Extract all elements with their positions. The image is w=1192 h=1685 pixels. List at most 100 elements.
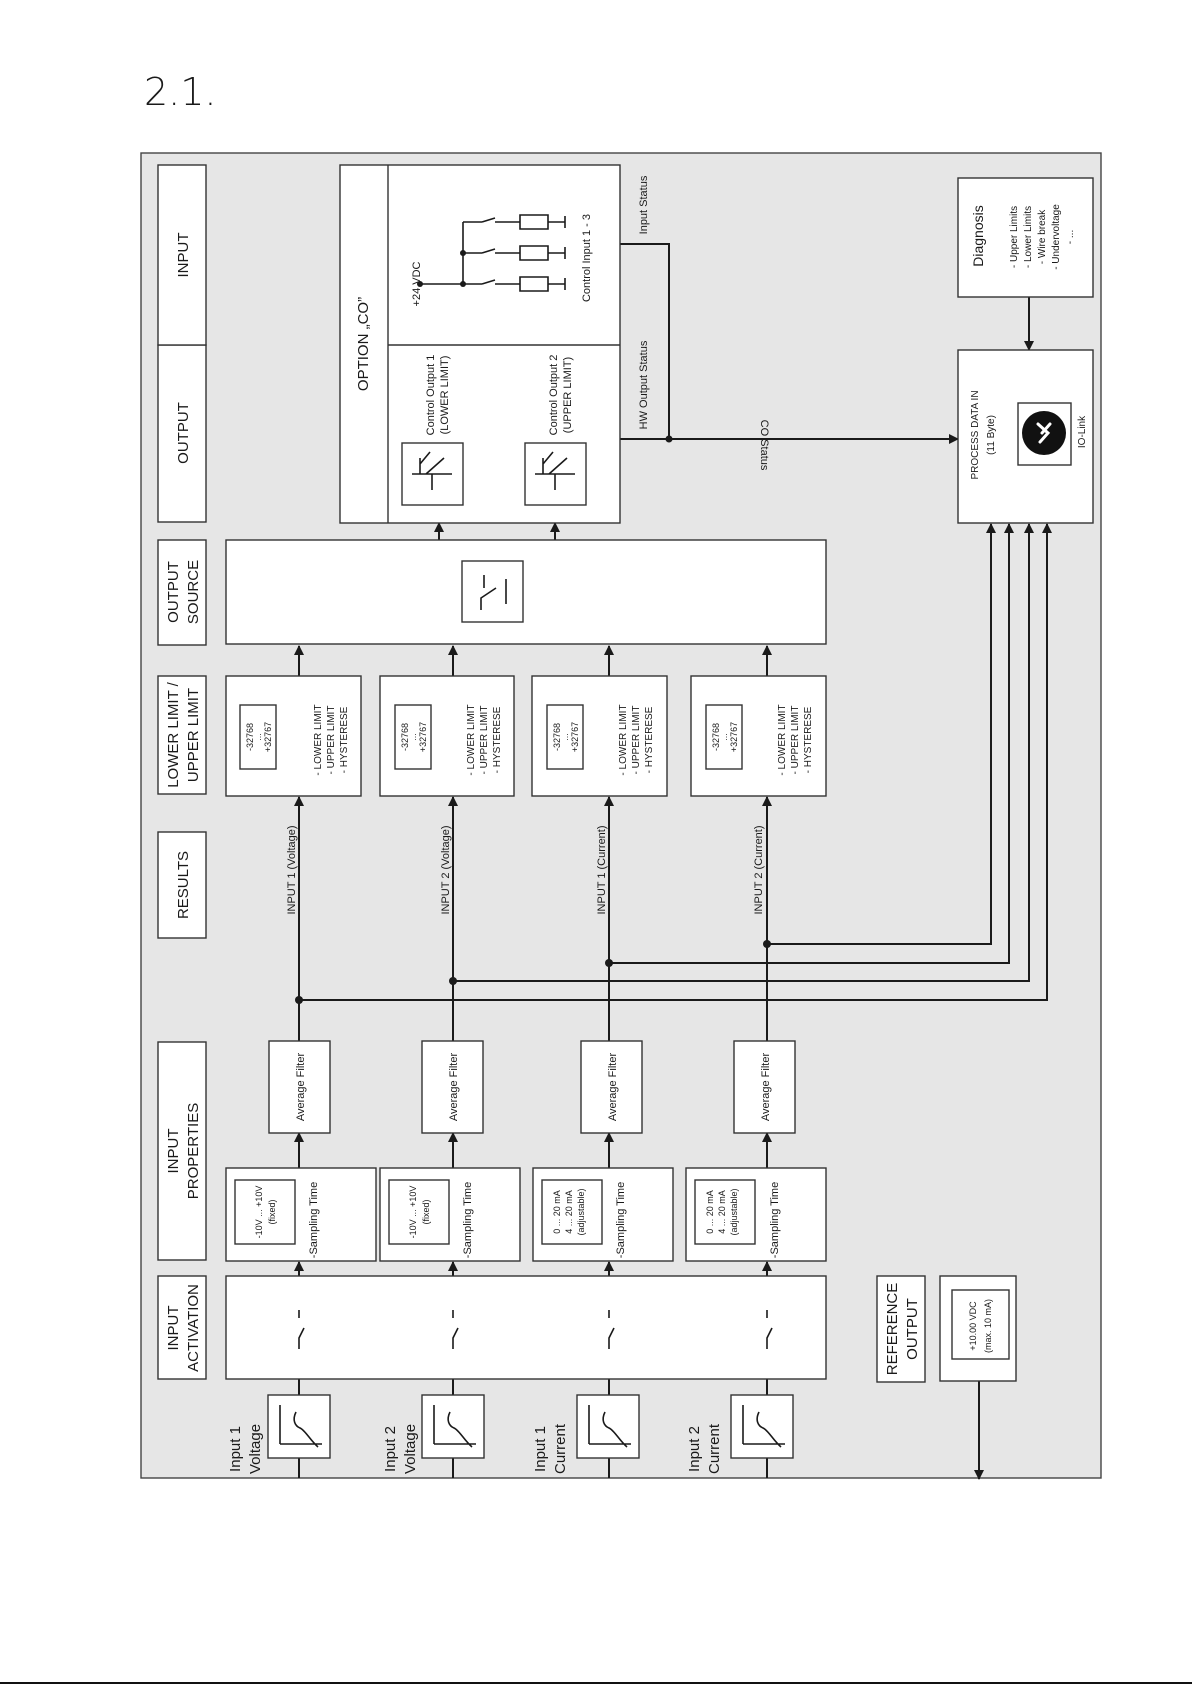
sensor-curve-icon — [279, 1405, 322, 1448]
channel-input2-voltage: Input 2 Voltage -10V ... +10V (fixed) -S… — [379, 675, 521, 1474]
switch-4-icon — [766, 1310, 773, 1349]
sensor-curve-icon — [433, 1405, 476, 1448]
limit-range-l3: +32767 — [570, 722, 580, 752]
page-heading: 2.1. — [144, 70, 217, 114]
control-output-2-l1: Control Output 2 — [548, 355, 560, 436]
limit-param-l3: - HYSTERESE — [644, 706, 655, 773]
control-output-1-l2: (LOWER LIMIT) — [439, 356, 451, 435]
limit-param-l2: - UPPER LIMIT — [479, 706, 490, 775]
limit-param-l3: - HYSTERESE — [339, 706, 350, 773]
average-filter: Average Filter — [295, 1053, 307, 1122]
limit-range-l3: +32767 — [263, 722, 273, 752]
diagnosis-item-4: - Undervoltage — [1051, 204, 1062, 270]
input-label-l2: Current — [706, 1423, 723, 1474]
section-reference-output-l1: REFERENCE — [884, 1283, 901, 1376]
sensor-curve-icon — [588, 1405, 631, 1448]
sampling-time: -Sampling Time — [462, 1182, 474, 1258]
reference-output-block: +10.00 VDC (max. 10 mA) — [939, 1275, 1017, 1382]
transistor-1-icon — [412, 451, 452, 490]
limit-range-l1: -32768 — [552, 723, 562, 751]
signal-wires — [294, 243, 1052, 1480]
section-limits-l1: LOWER LIMIT / — [165, 681, 182, 787]
range-l2: (fixed) — [421, 1199, 431, 1224]
range-l1: 0 ... 20 mA — [552, 1190, 562, 1234]
range-l2: (fixed) — [267, 1199, 277, 1224]
channel-input2-current: Input 2 Current 0 ... 20 mA 4 ... 20 mA … — [685, 675, 827, 1474]
process-data-block: PROCESS DATA IN (11 Byte) IO-Link — [957, 349, 1094, 524]
range-l3: (adjustable) — [729, 1188, 739, 1235]
section-results: RESULTS — [175, 851, 192, 919]
section-input-activation-l1: INPUT — [165, 1306, 182, 1351]
control-output-2-l2: (UPPER LIMIT) — [562, 357, 574, 433]
control-inputs-icon — [420, 214, 566, 292]
sampling-time: -Sampling Time — [769, 1182, 781, 1258]
result-label: INPUT 2 (Current) — [753, 825, 765, 914]
limit-param-l1: - LOWER LIMIT — [313, 704, 324, 775]
range-l2: 4 ... 20 mA — [717, 1190, 727, 1234]
channel-input1-voltage: Input 1 Voltage -10V ... +10V (fixed) -S… — [225, 675, 377, 1474]
switch-2-icon — [452, 1310, 459, 1349]
range-l2: 4 ... 20 mA — [564, 1190, 574, 1234]
input-label-l1: Input 2 — [686, 1426, 703, 1472]
diagnosis-title: Diagnosis — [970, 205, 986, 266]
hw-output-status-label: HW Output Status — [638, 340, 650, 429]
reference-note: (max. 10 mA) — [983, 1299, 993, 1353]
supply-label: +24 VDC — [411, 261, 423, 306]
limit-range-l3: +32767 — [418, 722, 428, 752]
limit-param-l2: - UPPER LIMIT — [631, 706, 642, 775]
input-label-l1: Input 2 — [382, 1426, 399, 1472]
co-status-label: CO Status — [758, 420, 770, 471]
range-l1: -10V ... +10V — [408, 1186, 418, 1239]
page-bottom-rule — [0, 1682, 1192, 1684]
limit-param-l2: - UPPER LIMIT — [790, 706, 801, 775]
control-inputs-label: Control Input 1 - 3 — [581, 214, 593, 302]
switch-3-icon — [608, 1310, 615, 1349]
result-label: INPUT 1 (Current) — [596, 825, 608, 914]
input-status-label: Input Status — [638, 175, 650, 234]
section-input: INPUT — [175, 233, 192, 278]
diagnosis-item-5: - ... — [1065, 230, 1076, 244]
limit-range-l2: ... — [560, 733, 570, 741]
input-label-l1: Input 1 — [532, 1426, 549, 1472]
output-source-block — [225, 539, 827, 645]
diagnosis-block: Diagnosis - Upper Limits - Lower Limits … — [957, 177, 1094, 298]
input-label-l2: Current — [552, 1423, 569, 1474]
reference-value: +10.00 VDC — [968, 1301, 978, 1351]
limit-param-l1: - LOWER LIMIT — [618, 704, 629, 775]
average-filter: Average Filter — [448, 1053, 460, 1122]
sampling-time: -Sampling Time — [308, 1182, 320, 1258]
limit-range-l2: ... — [408, 733, 418, 741]
process-data-title: PROCESS DATA IN — [970, 390, 981, 479]
input-label-l2: Voltage — [402, 1424, 419, 1474]
transistor-2-icon — [535, 451, 575, 490]
section-output-source-l1: OUTPUT — [165, 561, 182, 623]
selector-switch-icon — [480, 575, 507, 610]
limit-param-l3: - HYSTERESE — [492, 706, 503, 773]
limit-range-l2: ... — [719, 733, 729, 741]
result-label: INPUT 1 (Voltage) — [286, 825, 298, 914]
average-filter: Average Filter — [760, 1053, 772, 1122]
section-output-source-l2: SOURCE — [185, 560, 202, 624]
result-label: INPUT 2 (Voltage) — [440, 825, 452, 914]
input-label-l2: Voltage — [247, 1424, 264, 1474]
sampling-time: -Sampling Time — [615, 1182, 627, 1258]
junction-dots — [295, 435, 771, 1004]
limit-param-l1: - LOWER LIMIT — [777, 704, 788, 775]
io-link-label: IO-Link — [1077, 415, 1088, 448]
range-l1: -10V ... +10V — [254, 1186, 264, 1239]
section-limits-l2: UPPER LIMIT — [185, 688, 202, 782]
section-input-properties-l1: INPUT — [165, 1129, 182, 1174]
switch-1-icon — [298, 1310, 305, 1349]
limit-param-l3: - HYSTERESE — [803, 706, 814, 773]
limit-range-l2: ... — [253, 733, 263, 741]
sensor-curve-icon — [742, 1405, 785, 1448]
diagnosis-item-2: - Lower Limits — [1023, 206, 1034, 268]
section-headers: INPUT ACTIVATION INPUT PROPERTIES RESULT… — [157, 164, 926, 1383]
section-input-properties-l2: PROPERTIES — [185, 1103, 202, 1199]
control-output-1-l1: Control Output 1 — [425, 355, 437, 436]
section-reference-output-l2: OUTPUT — [904, 1298, 921, 1360]
input-activation-block — [225, 1275, 827, 1380]
limit-param-l1: - LOWER LIMIT — [466, 704, 477, 775]
channel-input1-current: Input 1 Current 0 ... 20 mA 4 ... 20 mA … — [531, 675, 674, 1474]
limit-range-l1: -32768 — [711, 723, 721, 751]
